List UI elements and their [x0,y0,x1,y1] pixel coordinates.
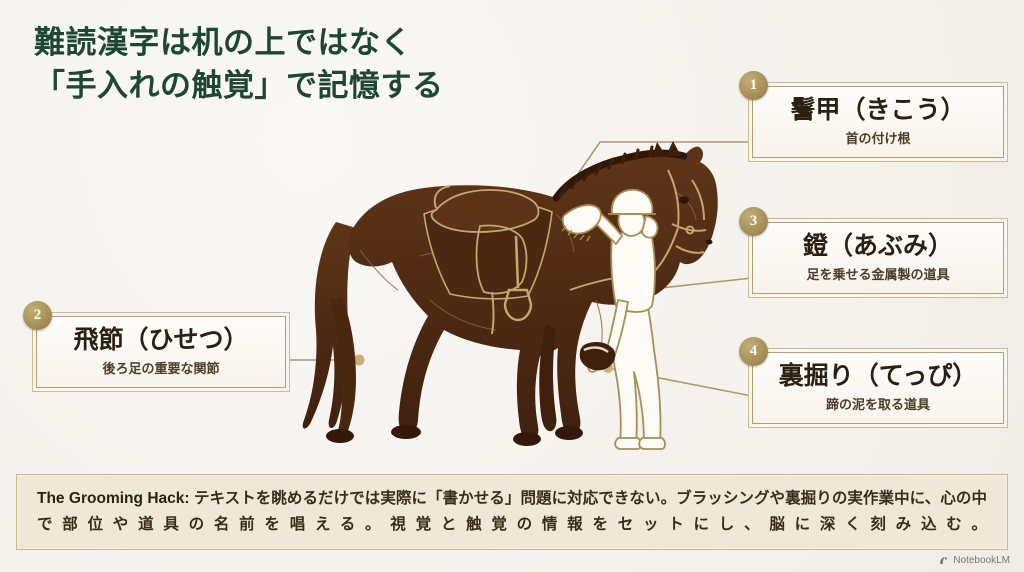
horse-mane [552,149,688,202]
stirrup-leather [514,235,520,289]
notebooklm-icon [940,557,948,564]
callout-2-number: 2 [23,301,52,330]
horse-contour-lines [359,191,697,363]
banner-body: テキストを眺めるだけでは実際に「書かせる」問題に対応できない。ブラッシングや裏掘… [37,490,987,533]
connector-4 [607,367,753,397]
horse-hooves [326,425,583,446]
horse-front-leg-rear [539,324,557,432]
banner-text: The Grooming Hack: テキストを眺めるだけでは実際に「書かせる」… [37,486,987,537]
groomer-boot-right [638,437,666,450]
horse-ear-left [652,142,666,158]
connector-3 [523,277,753,304]
watermark-label: NotebookLM [953,555,1010,566]
groomer-legs [612,307,662,445]
callout-4[interactable]: 4 裏掘り（てっぴ） 蹄の泥を取る道具 [739,337,1004,425]
body-brush-bristles [561,225,591,242]
horse-eye [679,196,689,204]
raised-hoof [579,342,616,371]
groomer-arm-down [604,299,629,361]
groomer-arm-up [584,204,623,245]
hoof-pick [587,351,612,373]
callout-1-term: 鬐甲（きこう） [790,97,966,124]
groomer-boot-left [614,437,642,450]
rein [569,271,653,291]
callout-3[interactable]: 3 鐙（あぶみ） 足を乗せる金属製の道具 [739,207,1004,295]
groomer-ponytail [641,215,659,239]
callout-3-description: 足を乗せる金属製の道具 [806,266,950,282]
callout-4-number: 4 [739,337,768,366]
horse-ear-right [666,141,681,156]
horse-mane-strands [558,145,654,198]
saddle-flap [475,224,528,295]
saddle-girth [491,291,495,335]
page-title: 難読漢字は机の上ではなく 「手入れの触覚」で記憶する [34,25,444,103]
callout-3-term: 鐙（あぶみ） [802,233,953,260]
groomer-figure [561,188,666,450]
stirrup-iron [503,288,533,322]
horse-nostril [705,239,713,245]
body-brush [561,204,602,235]
anchor-stirrup [519,298,529,308]
horse-tail [302,222,356,429]
saddle-group [423,185,653,335]
banner-label: The Grooming Hack: [37,490,190,507]
groomer-torso [610,231,656,313]
groomer-head [617,208,646,237]
callout-2-term: 飛節（ひせつ） [73,327,249,354]
notebooklm-watermark: NotebookLM [938,555,1010,566]
anchor-hoof [603,363,613,373]
connector-anchors [353,201,613,373]
callout-3-number: 3 [739,207,768,236]
callout-2[interactable]: 2 飛節（ひせつ） 後ろ足の重要な関節 [23,301,286,389]
raised-hoof-sole [583,346,609,353]
horse-figure [302,141,718,446]
callout-2-description: 後ろ足の重要な関節 [102,360,220,376]
saddle-pommel [433,185,451,209]
callout-4-description: 蹄の泥を取る道具 [825,396,930,412]
groomer-helmet [610,188,654,215]
horse-body [348,146,718,441]
callout-1-number: 1 [739,71,768,100]
callout-4-term: 裏掘り（てっぴ） [778,363,978,390]
connector-1 [554,141,752,208]
callout-1[interactable]: 1 鬐甲（きこう） 首の付け根 [739,71,1004,159]
horse-bridle [651,169,707,275]
saddle-seat [430,189,540,233]
grooming-hack-banner: The Grooming Hack: テキストを眺めるだけでは実際に「書かせる」… [16,474,1008,550]
connector-lines [286,141,753,397]
bridle-ring [685,225,695,235]
horse-hind-leg-rear [330,296,356,443]
anchor-hock [353,354,365,366]
anchor-withers [549,201,561,213]
callout-1-description: 首の付け根 [845,130,911,146]
saddle-pad [423,201,553,300]
